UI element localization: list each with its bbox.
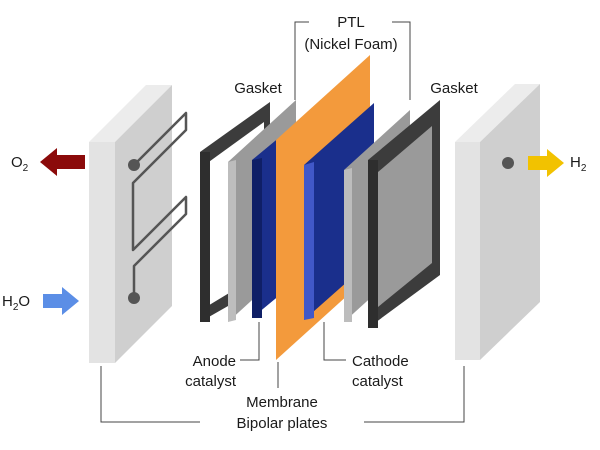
ptl-bracket-right: [392, 21, 411, 100]
membrane-label: Membrane: [246, 394, 318, 411]
arrow-o2: O2: [11, 148, 85, 176]
h2-label: H2: [570, 154, 587, 174]
plate-left-top: [89, 85, 172, 142]
gasket-right-frame-hole: [378, 126, 432, 307]
sheet-right-side: [344, 168, 352, 322]
leader-lines: [100, 21, 465, 423]
sheet-left-side: [228, 160, 236, 322]
ptl-title: PTL: [337, 14, 365, 31]
plate-left-face: [115, 85, 172, 363]
cathode-edge: [304, 162, 314, 320]
anode-leader: [240, 322, 260, 361]
bipolar-plate-left: [89, 85, 188, 363]
port-bottom: [128, 292, 140, 304]
bipolar-plate-right: [455, 84, 540, 360]
ptl-subtitle: (Nickel Foam): [304, 36, 397, 53]
gasket-label-right: Gasket: [430, 80, 478, 97]
arrow-h2o: H2O: [2, 287, 79, 315]
cathode-label-1: Cathode: [352, 353, 409, 370]
cathode-leader: [323, 322, 346, 361]
plate-left-edge: [89, 142, 115, 363]
anode-label-2: catalyst: [185, 373, 237, 390]
anode-label-1: Anode: [193, 353, 236, 370]
arrow-h2: H2: [528, 149, 587, 177]
flow-channel: [131, 111, 188, 298]
arrow-h2o-icon: [43, 287, 79, 315]
gasket-right: [368, 100, 440, 328]
arrow-o2-icon: [40, 148, 85, 176]
bipolar-bracket-right: [364, 366, 465, 423]
port-top: [128, 159, 140, 171]
bipolar-plates-label: Bipolar plates: [237, 415, 328, 432]
gasket-left-side: [200, 152, 210, 322]
bipolar-bracket: [100, 366, 200, 423]
o2-label: O2: [11, 154, 29, 174]
anode-edge: [252, 158, 262, 318]
gasket-label-left: Gasket: [234, 80, 282, 97]
plate-right-edge: [455, 142, 480, 360]
plate-right-top: [455, 84, 540, 142]
plate-right-face: [480, 84, 540, 360]
port-right: [502, 157, 514, 169]
h2o-label: H2O: [2, 293, 30, 313]
arrow-h2-icon: [528, 149, 564, 177]
ptl-bracket: [294, 21, 309, 100]
cathode-label-2: catalyst: [352, 373, 404, 390]
gasket-right-side: [368, 160, 378, 328]
